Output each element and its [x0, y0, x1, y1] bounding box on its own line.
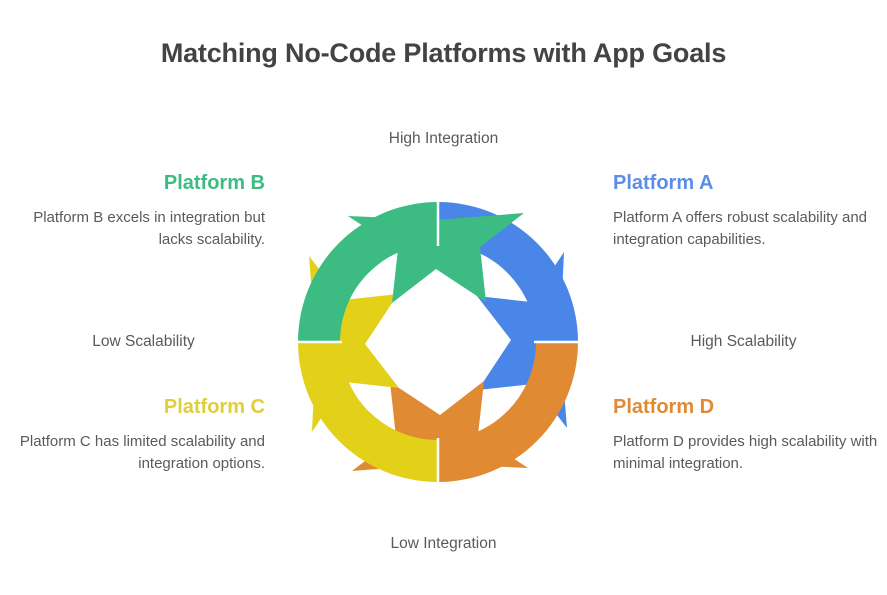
platform-a-description: Platform A offers robust scalability and…	[613, 209, 868, 249]
quadrant-platform-c: Platform C Platform C has limited scalab…	[0, 396, 283, 475]
axis-label-high-scalability: High Scalability	[690, 333, 797, 350]
segment-top-left-green	[298, 202, 524, 342]
quadrant-platform-d: Platform D Platform D provides high scal…	[613, 396, 878, 475]
platform-d-heading: Platform D	[613, 396, 715, 418]
platform-d-description: Platform D provides high scalability wit…	[613, 433, 878, 473]
axis-label-high-integration: High Integration	[388, 130, 499, 147]
page-title: Matching No-Code Platforms with App Goal…	[160, 38, 727, 68]
platform-c-heading: Platform C	[163, 396, 265, 418]
cycle-ring-svg	[296, 200, 580, 484]
platform-a-heading: Platform A	[613, 172, 714, 194]
platform-b-heading: Platform B	[163, 172, 265, 194]
cyclical-arrow-diagram	[288, 192, 588, 492]
quadrant-platform-b: Platform B Platform B excels in integrat…	[0, 172, 283, 251]
axis-label-low-scalability: Low Scalability	[92, 333, 195, 350]
quadrant-platform-a: Platform A Platform A offers robust scal…	[613, 172, 878, 251]
axis-label-low-integration: Low Integration	[390, 535, 497, 552]
platform-b-description: Platform B excels in integration but lac…	[33, 209, 265, 249]
platform-c-description: Platform C has limited scalability and i…	[19, 433, 265, 473]
arrow-head-green	[348, 213, 524, 303]
